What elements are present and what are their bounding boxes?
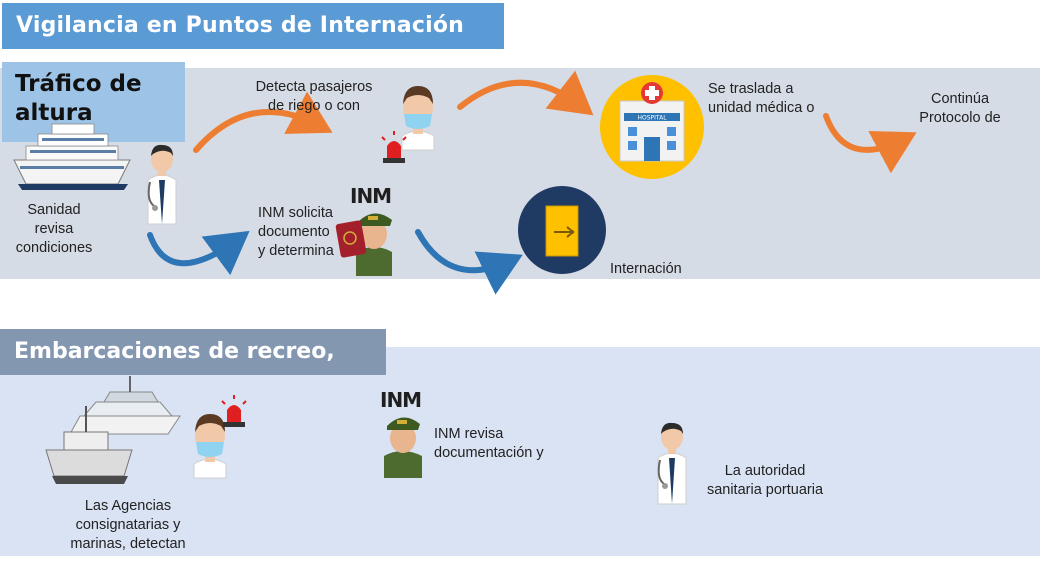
page-title: Vigilancia en Puntos de Internación bbox=[16, 13, 465, 38]
section-altura-banner: Tráfico de altura bbox=[2, 62, 185, 142]
section-altura-title: Tráfico de altura bbox=[15, 71, 142, 126]
altura-step4-text: Continúa Protocolo de bbox=[919, 91, 1001, 126]
alarm-light-icon bbox=[221, 395, 247, 427]
altura-step5-text: INM solicita documento y determina bbox=[258, 205, 334, 259]
inm-logo: INM bbox=[380, 388, 422, 412]
altura-step3-text: Se traslada a unidad médica o bbox=[708, 81, 815, 116]
altura-step2-text: Detecta pasajeros de riego o con bbox=[255, 79, 373, 114]
sick-passenger-icon bbox=[193, 414, 227, 479]
inm-officer-icon bbox=[384, 417, 422, 478]
cruise-ship-icon bbox=[13, 123, 131, 190]
doctor-icon bbox=[147, 144, 177, 225]
altura-step1-text: Sanidad revisa condiciones bbox=[15, 202, 93, 256]
section-recreo-title: Embarcaciones de recreo, bbox=[14, 339, 335, 364]
yacht-icon bbox=[45, 376, 181, 484]
sick-passenger-icon bbox=[401, 86, 435, 151]
inm-officer-icon bbox=[335, 213, 392, 276]
recreo-step1-text: Las Agencias consignatarias y marinas, d… bbox=[70, 498, 186, 552]
title-banner: Vigilancia en Puntos de Internación bbox=[2, 3, 504, 49]
section-recreo-banner: Embarcaciones de recreo, bbox=[0, 329, 386, 375]
altura-step6-text: Internación bbox=[610, 261, 682, 277]
arrow-inm-to-internacion bbox=[415, 229, 523, 295]
arrow-detecta-to-hospital bbox=[457, 70, 594, 116]
hospital-icon: HOSPITAL bbox=[600, 75, 704, 179]
inm-logo: INM bbox=[350, 184, 392, 208]
doctor-icon bbox=[657, 422, 687, 505]
recreo-step2-text: INM revisa documentación y bbox=[434, 426, 544, 461]
section-recreo-panel bbox=[0, 347, 1040, 556]
arrow-sanidad-to-detecta bbox=[193, 91, 333, 153]
alarm-light-icon bbox=[381, 131, 407, 163]
recreo-step3-text: La autoridad sanitaria portuaria bbox=[706, 463, 824, 498]
arrow-sanidad-to-inm bbox=[147, 230, 250, 276]
arrow-hospital-to-protocolo bbox=[823, 113, 917, 174]
hospital-sign: HOSPITAL bbox=[637, 115, 667, 122]
exit-door-icon bbox=[518, 186, 606, 274]
